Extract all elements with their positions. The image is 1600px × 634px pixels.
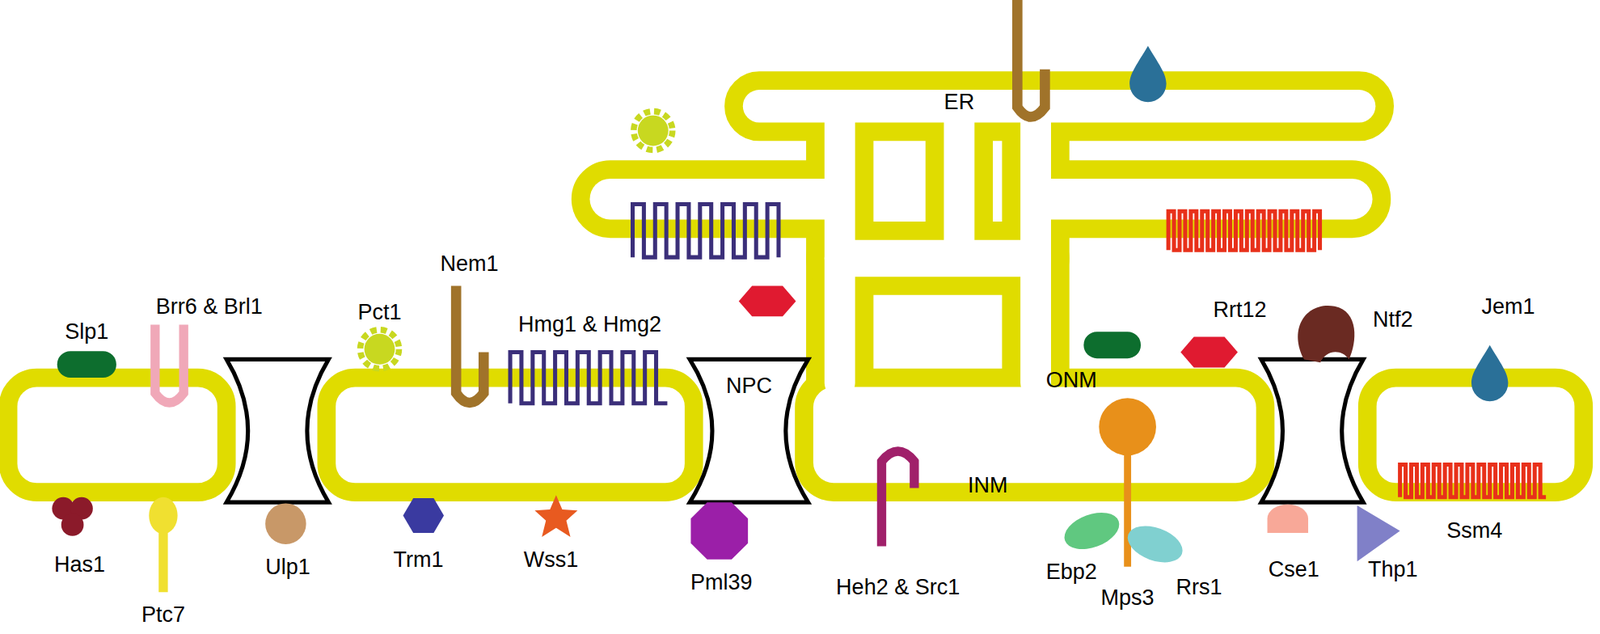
protein-label: Brr6 & Brl1 [156,295,263,317]
protein-label: Slp1 [64,320,109,343]
protein-label: Has1 [54,553,106,576]
protein-label: Trm1 [392,548,444,570]
protein-label: Ssm4 [1446,519,1503,542]
protein-label: Wss1 [523,548,579,570]
protein-label: Ebp2 [1046,560,1098,583]
protein-label: Heh2 & Src1 [835,575,960,598]
structure-label: ONM [1046,368,1098,391]
protein-label: Thp1 [1367,558,1419,581]
protein-label: Ntf2 [1372,308,1414,331]
protein-label: Nem1 [440,252,499,275]
protein-label: Hmg1 & Hmg2 [518,313,662,336]
protein-label: Pml39 [690,570,753,593]
protein-label: Jem1 [1481,295,1535,317]
structure-label: ER [944,91,976,114]
protein-label: Ptc7 [141,603,186,626]
protein-label: Mps3 [1101,586,1155,608]
protein-label: Cse1 [1268,558,1320,581]
structure-label: NPC [726,375,773,397]
protein-label: Ulp1 [265,555,311,578]
protein-label: Rrs1 [1175,575,1222,598]
protein-label: Pct1 [357,301,402,324]
structure-label: INM [967,473,1009,496]
protein-label: Rrt12 [1212,298,1267,321]
